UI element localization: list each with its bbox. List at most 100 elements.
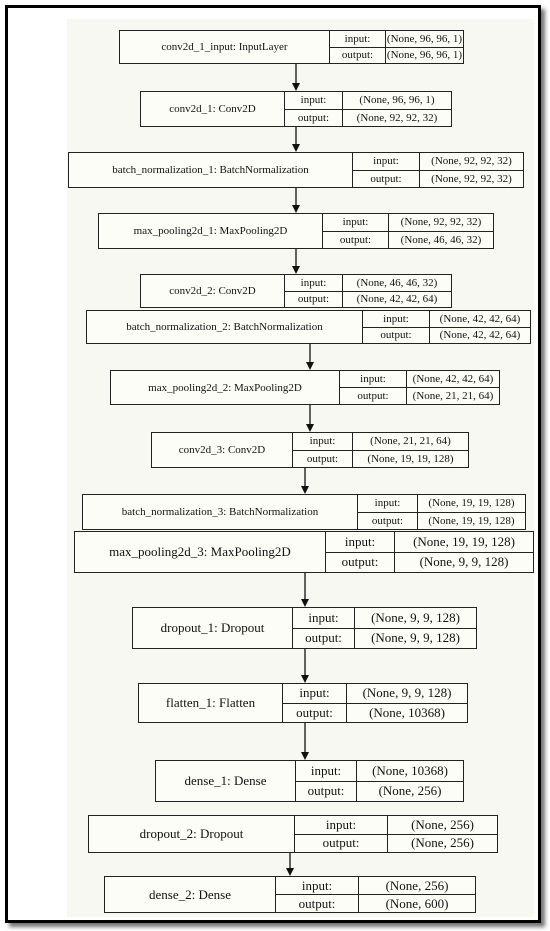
- layer-io-table: input:(None, 46, 46, 32)output:(None, 42…: [285, 275, 451, 307]
- layer-box: batch_normalization_1: BatchNormalizatio…: [68, 152, 524, 188]
- layer-name: conv2d_3: Conv2D: [152, 433, 293, 467]
- output-row: output: (None, 21, 21, 64): [340, 387, 499, 404]
- input-shape: (None, 9, 9, 128): [371, 609, 460, 625]
- input-label: input:: [340, 371, 407, 387]
- input-shape: (None, 96, 96, 1): [386, 32, 463, 45]
- layer-io-table: input:(None, 92, 92, 32)output:(None, 92…: [353, 153, 523, 187]
- output-shape: (None, 42, 42, 64): [439, 329, 521, 342]
- input-row: input: (None, 92, 92, 32): [323, 214, 493, 231]
- input-row: input: (None, 42, 42, 64): [363, 311, 530, 327]
- output-row: output:(None, 256): [295, 833, 497, 852]
- input-shape: (None, 256): [385, 877, 449, 893]
- input-row: input:(None, 96, 96, 1): [330, 31, 463, 47]
- input-label: input:: [363, 311, 430, 327]
- input-row: input: (None, 21, 21, 64): [293, 433, 468, 450]
- input-shape: (None, 42, 42, 64): [412, 373, 494, 385]
- output-shape: (None, 256): [411, 835, 474, 851]
- layer-io-table: input: (None, 256)output:(None, 256): [295, 816, 497, 852]
- input-label: input:: [293, 433, 353, 450]
- output-shape: (None, 600): [385, 895, 449, 911]
- output-shape: (None, 256): [378, 783, 442, 799]
- output-row: output:(None, 19, 19, 128): [293, 449, 468, 467]
- output-row: output:(None, 256): [296, 780, 463, 801]
- layer-name: batch_normalization_3: BatchNormalizatio…: [83, 495, 358, 529]
- input-label: input:: [358, 495, 418, 512]
- input-shape: (None, 42, 42, 64): [439, 312, 521, 325]
- output-label: output:: [283, 703, 347, 722]
- layer-io-table: input:(None, 96, 96, 1)output:(None, 92,…: [285, 92, 451, 126]
- input-label: input:: [276, 877, 359, 894]
- input-row: input: (None, 256): [295, 816, 497, 834]
- input-label: input:: [295, 816, 388, 834]
- output-label: output:: [285, 109, 343, 126]
- layer-io-table: input:(None, 96, 96, 1)output:(None, 96,…: [330, 31, 463, 63]
- layer-name: max_pooling2d_2: MaxPooling2D: [111, 371, 340, 404]
- input-shape: (None, 92, 92, 32): [431, 155, 512, 168]
- output-label: output:: [330, 47, 386, 63]
- output-label: output:: [293, 450, 353, 467]
- output-shape: (None, 21, 21, 64): [412, 390, 494, 402]
- input-row: input: (None, 46, 46, 32): [285, 275, 451, 291]
- input-shape: (None, 19, 19, 128): [428, 497, 515, 510]
- layer-name: dropout_1: Dropout: [133, 608, 293, 648]
- input-row: input: (None, 19, 19, 128): [326, 532, 533, 552]
- input-shape: (None, 96, 96, 1): [359, 94, 435, 107]
- output-shape: (None, 92, 92, 32): [431, 172, 512, 185]
- input-shape: (None, 19, 19, 128): [413, 533, 515, 549]
- output-row: output:(None, 96, 96, 1): [330, 46, 463, 63]
- input-shape: (None, 46, 46, 32): [356, 276, 438, 289]
- output-label: output:: [323, 231, 389, 248]
- output-shape: (None, 19, 19, 128): [428, 514, 515, 527]
- output-row: output: (None, 92, 92, 32): [285, 108, 451, 126]
- input-label: input:: [285, 275, 343, 291]
- output-shape: (None, 96, 96, 1): [386, 49, 463, 62]
- output-shape: (None, 9, 9, 128): [371, 630, 460, 646]
- input-row: input: (None, 9, 9, 128): [283, 684, 467, 703]
- layer-box: batch_normalization_2: BatchNormalizatio…: [86, 310, 531, 344]
- output-label: output:: [285, 291, 343, 307]
- output-row: output:(None, 19, 19, 128): [358, 511, 525, 529]
- input-shape: (None, 92, 92, 32): [400, 216, 482, 229]
- output-row: output:(None, 9, 9, 128): [326, 551, 533, 572]
- input-label: input:: [326, 532, 395, 552]
- input-label: input:: [293, 608, 355, 628]
- layer-io-table: input: (None, 21, 21, 64)output:(None, 19…: [293, 433, 468, 467]
- input-shape: (None, 21, 21, 64): [370, 435, 451, 448]
- layer-name: max_pooling2d_1: MaxPooling2D: [99, 214, 323, 248]
- layer-box: batch_normalization_3: BatchNormalizatio…: [82, 494, 526, 530]
- layer-io-table: input: (None, 42, 42, 64) output: (None, 21…: [340, 371, 499, 404]
- output-shape: (None, 92, 92, 32): [356, 111, 438, 124]
- layer-io-table: input:(None, 42, 42, 64)output:(None, 42…: [363, 311, 530, 343]
- output-shape: (None, 46, 46, 32): [400, 233, 482, 246]
- layer-name: conv2d_1: Conv2D: [141, 92, 285, 126]
- input-shape: (None, 256): [411, 816, 474, 832]
- output-row: output: (None, 46, 46, 32): [323, 230, 493, 248]
- output-row: output: (None, 600): [276, 894, 475, 912]
- input-row: input: (None, 9, 9, 128): [293, 608, 476, 628]
- output-label: output:: [340, 388, 407, 404]
- layer-io-table: input: (None, 92, 92, 32) output: (None, 46…: [323, 214, 493, 248]
- input-label: input:: [323, 214, 389, 231]
- output-row: output: (None, 10368): [283, 702, 467, 722]
- layer-name: dropout_2: Dropout: [89, 816, 295, 852]
- layer-name: batch_normalization_1: BatchNormalizatio…: [69, 153, 353, 187]
- layer-name: flatten_1: Flatten: [139, 684, 283, 722]
- output-label: output:: [276, 895, 359, 912]
- input-label: input:: [283, 684, 347, 703]
- layer-name: dense_1: Dense: [156, 761, 296, 801]
- layer-io-table: input: (None, 19, 19, 128) output:(None, 9…: [326, 532, 533, 572]
- input-row: input:(None, 10368): [296, 761, 463, 781]
- output-shape: (None, 10368): [369, 704, 445, 720]
- output-shape: (None, 9, 9, 128): [419, 554, 509, 570]
- input-shape: (None, 9, 9, 128): [362, 685, 452, 701]
- layer-name: dense_2: Dense: [105, 877, 276, 912]
